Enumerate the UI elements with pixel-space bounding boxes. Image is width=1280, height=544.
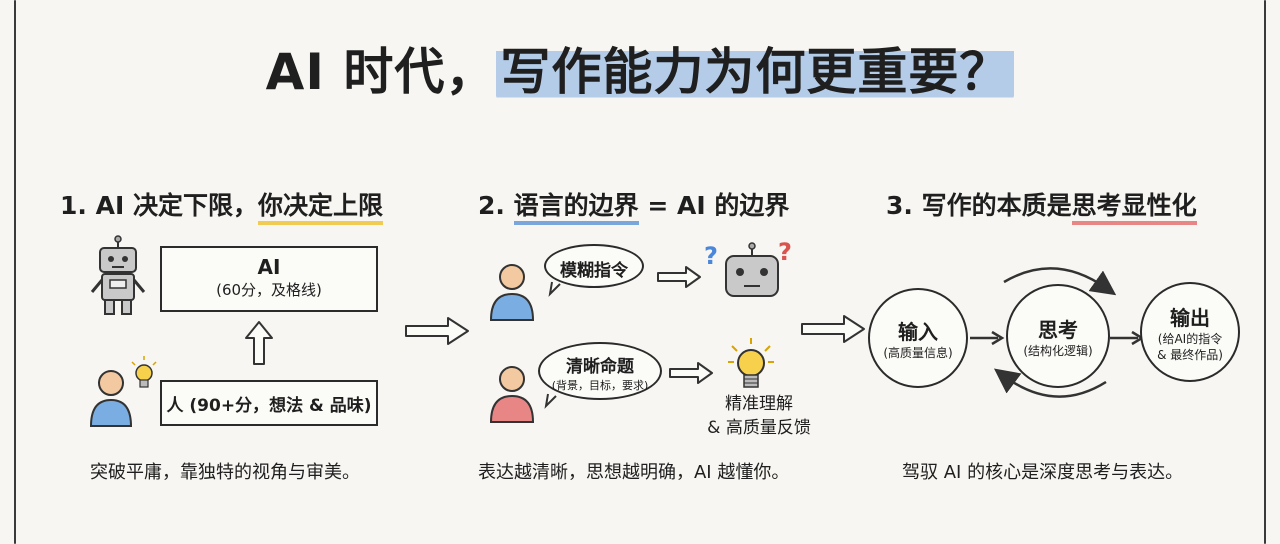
section1-caption: 突破平庸，靠独特的视角与审美。 (90, 462, 360, 483)
person-icon (89, 370, 133, 427)
section2-caption: 表达越清晰，思想越明确，AI 越懂你。 (478, 462, 790, 483)
lightbulb-icon (728, 338, 774, 388)
input-title: 输入 (898, 319, 938, 344)
clear-proposition-title: 清晰命题 (566, 357, 634, 377)
title-plain: AI 时代， (265, 43, 497, 101)
bubble-tail (548, 281, 561, 297)
thinking-title: 思考 (1038, 317, 1078, 342)
lightbulb-icon (131, 356, 157, 388)
arrow-right-icon (1110, 330, 1145, 346)
arrow-right-icon (405, 317, 469, 345)
frame-line-left (14, 0, 16, 544)
title-highlight: 写作能力为何更重要？ (496, 43, 1015, 101)
section2-heading-prefix: 2. (478, 191, 514, 220)
section1-heading-highlight: 你决定上限 (257, 191, 383, 225)
precise-feedback-text: 精准理解 & 高质量反馈 (694, 392, 824, 440)
section2-heading-highlight: 语言的边界 (513, 191, 639, 225)
person-icon (489, 366, 535, 423)
up-arrow-icon (245, 321, 273, 365)
section2-heading-suffix: = AI 的边界 (638, 191, 790, 220)
arrow-right-icon (801, 315, 865, 343)
section3-heading-prefix: 3. 写作的本质是 (886, 191, 1072, 220)
input-subtitle: (高质量信息) (883, 345, 953, 360)
svg-text:?: ? (778, 238, 792, 266)
section1-heading: 1. AI 决定下限，你决定上限 (60, 186, 383, 225)
arrow-right-icon (970, 330, 1005, 346)
section3-heading: 3. 写作的本质是思考显性化 (886, 186, 1197, 225)
ai-box-subtitle: (60分，及格线) (216, 281, 322, 299)
arrow-right-icon (657, 266, 701, 288)
cycle-arrows-icon (993, 267, 1117, 398)
clear-proposition-subtitle: (背景，目标，要求) (551, 379, 649, 392)
vague-command-bubble: 模糊指令 (544, 244, 644, 288)
human-box-label: 人 (90+分，想法 & 品味) (166, 396, 372, 416)
page-title: AI 时代，写作能力为何更重要？ (0, 32, 1280, 104)
human-box: 人 (90+分，想法 & 品味) (160, 380, 378, 426)
result-line1: 精准理解 (725, 394, 793, 414)
output-circle: 输出 (给AI的指令 & 最终作品) (1140, 282, 1240, 382)
output-subtitle-line1: (给AI的指令 (1157, 331, 1223, 346)
bubble-tail (544, 393, 557, 409)
section1-heading-prefix: 1. AI 决定下限， (60, 191, 258, 220)
clear-proposition-bubble: 清晰命题 (背景，目标，要求) (538, 342, 662, 400)
svg-text:?: ? (704, 242, 718, 270)
frame-line-right (1264, 0, 1266, 544)
thinking-subtitle: (结构化逻辑) (1023, 343, 1093, 358)
section3-heading-highlight: 思考显性化 (1071, 191, 1197, 225)
vague-command-text: 模糊指令 (560, 261, 628, 281)
output-title: 输出 (1170, 305, 1210, 330)
section3-caption: 驾驭 AI 的核心是深度思考与表达。 (902, 462, 1184, 483)
robot-icon (90, 235, 146, 315)
person-icon (489, 264, 535, 321)
arrow-right-icon (669, 362, 713, 384)
result-line2: & 高质量反馈 (707, 418, 811, 438)
output-subtitle-line2: & 最终作品) (1157, 347, 1223, 362)
ai-box: AI (60分，及格线) (160, 246, 378, 312)
ai-box-title: AI (257, 255, 281, 279)
thinking-circle: 思考 (结构化逻辑) (1006, 284, 1110, 388)
section2-heading: 2. 语言的边界 = AI 的边界 (478, 186, 790, 225)
confused-robot-icon: ? ? (704, 238, 792, 297)
input-circle: 输入 (高质量信息) (868, 288, 968, 388)
